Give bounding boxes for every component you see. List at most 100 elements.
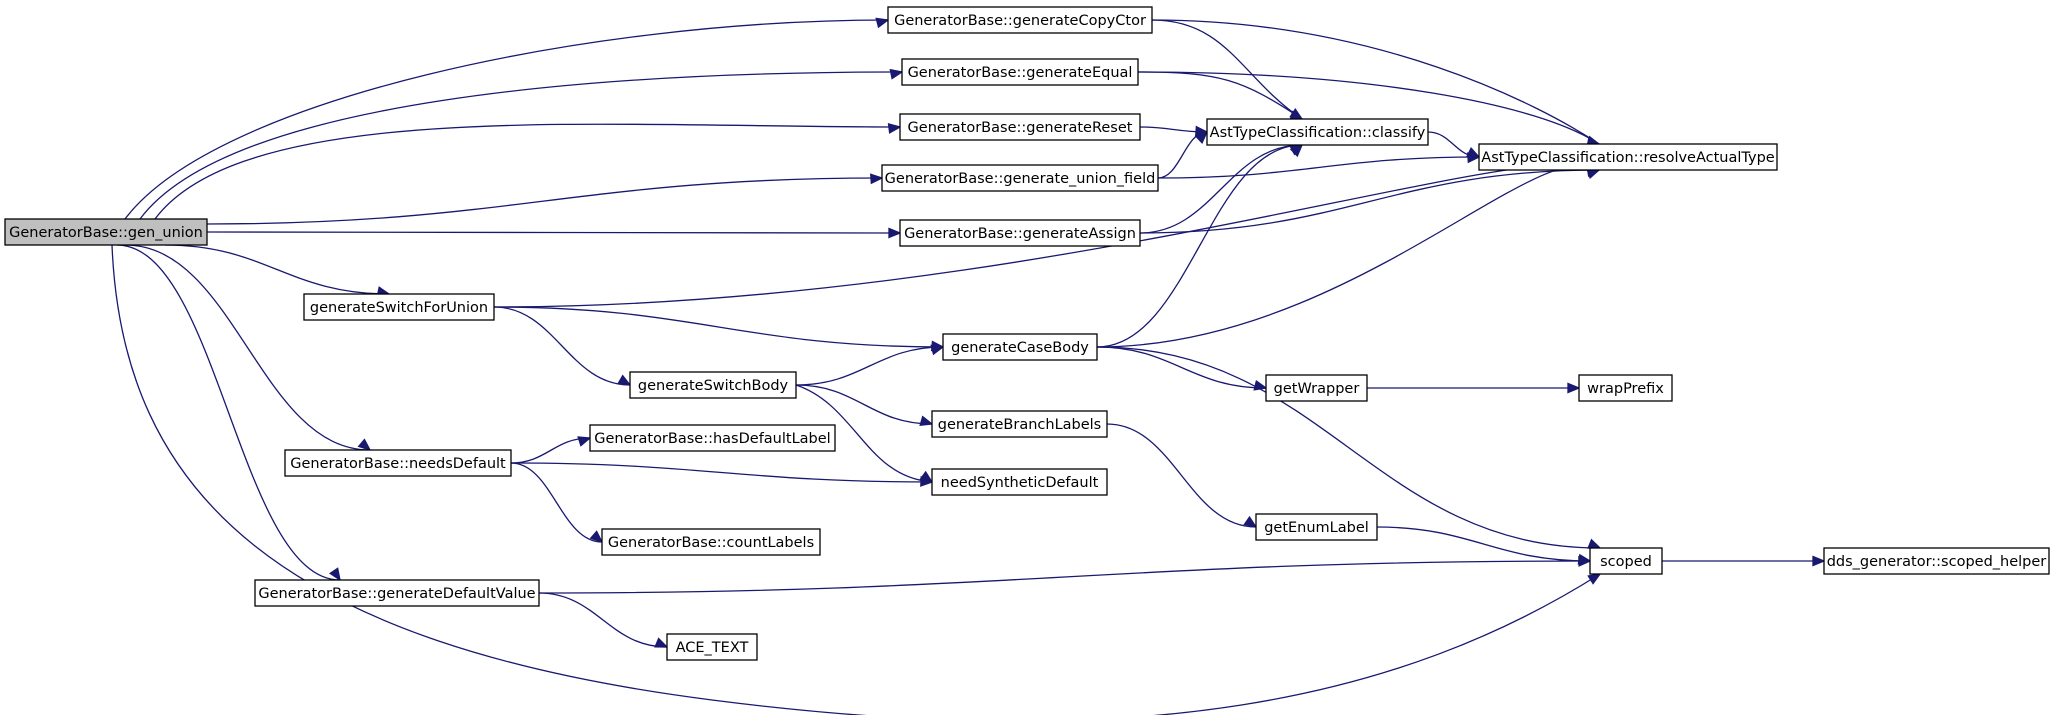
node-defaultvalue[interactable]: GeneratorBase::generateDefaultValue — [254, 579, 540, 607]
edge-line — [1139, 144, 1303, 234]
node-box — [254, 579, 540, 607]
edge-line — [1376, 526, 1591, 562]
node-box — [881, 164, 1159, 192]
edge-line — [1137, 71, 1303, 120]
arrow-head-icon — [919, 415, 934, 427]
node-getenumlabel[interactable]: getEnumLabel — [1255, 513, 1378, 541]
node-box — [901, 58, 1139, 86]
node-hasdefault[interactable]: GeneratorBase::hasDefaultLabel — [589, 424, 836, 452]
node-resolve[interactable]: AstTypeClassification::resolveActualType — [1478, 143, 1778, 171]
node-label: scoped — [1600, 554, 1652, 570]
node-label: generateSwitchForUnion — [310, 300, 488, 316]
edge-gen_union-to-copyctor — [124, 17, 890, 220]
node-scoped[interactable]: scoped — [1589, 547, 1663, 575]
arrow-head-icon — [1194, 130, 1209, 144]
edge-reset-to-classify — [1139, 125, 1209, 137]
node-box — [4, 218, 208, 246]
arrow-head-icon — [577, 436, 592, 447]
node-needsynth[interactable]: needSyntheticDefault — [931, 468, 1108, 496]
node-label: GeneratorBase::generateEqual — [908, 65, 1133, 81]
node-box — [589, 424, 836, 452]
edge-switchbody-to-casebody — [795, 344, 945, 386]
edges-layer — [111, 17, 1826, 715]
arrow-head-icon — [1586, 168, 1601, 180]
node-label: GeneratorBase::generateReset — [908, 120, 1133, 136]
node-scoped_helper[interactable]: dds_generator::scoped_helper — [1823, 547, 2050, 575]
arrow-head-icon — [1466, 146, 1481, 158]
node-label: AstTypeClassification::resolveActualType — [1481, 150, 1775, 166]
node-ace_text[interactable]: ACE_TEXT — [666, 633, 758, 661]
edge-line — [164, 244, 390, 295]
edge-line — [154, 123, 901, 220]
edge-gen_union-to-defaultvalue — [116, 244, 341, 582]
edge-union_field-to-classify — [1157, 130, 1209, 179]
node-box — [1589, 547, 1663, 575]
arrow-head-icon — [589, 530, 604, 544]
node-copyctor[interactable]: GeneratorBase::generateCopyCtor — [887, 6, 1153, 34]
node-assign[interactable]: GeneratorBase::generateAssign — [899, 219, 1141, 247]
node-box — [1478, 143, 1778, 171]
node-label: GeneratorBase::hasDefaultLabel — [594, 431, 830, 447]
node-box — [303, 293, 495, 321]
edge-switchforunion-to-switchbody — [493, 306, 632, 386]
node-label: needSyntheticDefault — [941, 475, 1099, 491]
arrow-head-icon — [328, 567, 341, 582]
edge-casebody-to-getwrapper — [1096, 346, 1268, 391]
node-classify[interactable]: AstTypeClassification::classify — [1206, 118, 1429, 146]
edge-scoped-to-scoped_helper — [1662, 555, 1826, 567]
edge-line — [493, 306, 631, 386]
node-label: getWrapper — [1274, 381, 1360, 397]
edge-getwrapper-to-wrapprefix — [1366, 382, 1581, 394]
edge-branchlabels-to-getenumlabel — [1106, 423, 1258, 528]
node-switchforunion[interactable]: generateSwitchForUnion — [303, 293, 495, 321]
node-union_field[interactable]: GeneratorBase::generate_union_field — [881, 164, 1159, 192]
node-box — [1206, 118, 1429, 146]
arrow-head-icon — [1587, 538, 1602, 549]
arrow-head-icon — [1243, 515, 1258, 528]
node-label: generateCaseBody — [951, 340, 1089, 356]
arrow-head-icon — [930, 344, 945, 356]
node-box — [931, 410, 1108, 438]
edge-gen_union-to-equal — [139, 68, 904, 220]
node-gen_union[interactable]: GeneratorBase::gen_union — [4, 218, 208, 246]
edge-line — [510, 462, 603, 543]
edge-line — [538, 592, 668, 648]
edge-gen_union-to-needsdefault — [124, 244, 372, 452]
node-box — [601, 528, 821, 556]
node-needsdefault[interactable]: GeneratorBase::needsDefault — [284, 449, 512, 477]
node-getwrapper[interactable]: getWrapper — [1265, 374, 1368, 402]
node-box — [899, 113, 1141, 141]
arrow-head-icon — [1812, 555, 1826, 567]
node-label: wrapPrefix — [1587, 381, 1664, 397]
edge-line — [124, 19, 889, 220]
edge-line — [1139, 169, 1600, 234]
node-branchlabels[interactable]: generateBranchLabels — [931, 410, 1108, 438]
edge-line — [111, 244, 1601, 715]
node-wrapprefix[interactable]: wrapPrefix — [1578, 374, 1673, 402]
node-casebody[interactable]: generateCaseBody — [942, 333, 1098, 361]
node-label: ACE_TEXT — [676, 640, 749, 656]
edge-line — [1151, 19, 1303, 120]
edge-line — [493, 306, 944, 348]
arrow-head-icon — [875, 17, 890, 29]
node-switchbody[interactable]: generateSwitchBody — [629, 371, 797, 399]
node-box — [1265, 374, 1368, 402]
node-label: getEnumLabel — [1264, 520, 1369, 536]
node-countlabels[interactable]: GeneratorBase::countLabels — [601, 528, 821, 556]
arrow-head-icon — [654, 637, 669, 648]
node-box — [899, 219, 1141, 247]
edge-line — [124, 244, 371, 451]
edge-line — [1096, 144, 1303, 348]
edge-assign-to-classify — [1139, 144, 1304, 234]
edge-line — [1137, 71, 1600, 145]
edge-line — [116, 244, 341, 581]
arrow-head-icon — [888, 227, 902, 239]
node-equal[interactable]: GeneratorBase::generateEqual — [901, 58, 1139, 86]
edge-switchbody-to-branchlabels — [795, 384, 934, 427]
edge-line — [795, 384, 933, 483]
edge-line — [510, 437, 591, 464]
node-reset[interactable]: GeneratorBase::generateReset — [899, 113, 1141, 141]
edge-gen_union-to-switchforunion — [164, 244, 391, 297]
edge-line — [206, 231, 901, 234]
